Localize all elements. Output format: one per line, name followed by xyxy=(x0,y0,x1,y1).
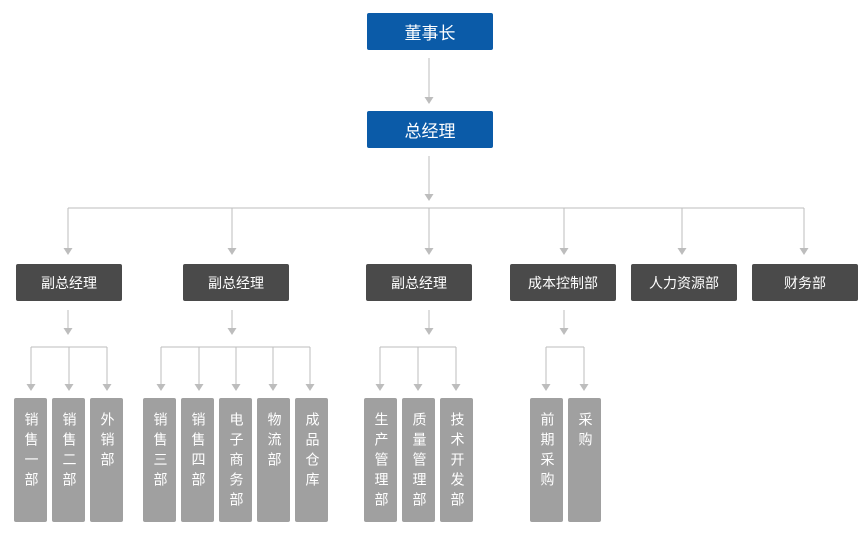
dept-export-sales: 外销部 xyxy=(90,398,123,522)
dept-finished-goods-warehouse: 成品仓库 xyxy=(295,398,328,522)
connector-arrowhead xyxy=(799,248,809,255)
dept-production-management: 生产管理部 xyxy=(364,398,397,522)
dept-procurement: 采购 xyxy=(568,398,601,522)
dept-logistics-label: 物流部 xyxy=(265,412,282,472)
hr-label: 人力资源部 xyxy=(649,275,719,292)
connector-arrowhead xyxy=(227,248,237,255)
connector-arrowhead xyxy=(227,328,237,335)
connector-arrowhead xyxy=(424,194,434,201)
dept-ecommerce: 电子商务部 xyxy=(219,398,252,522)
connector-arrowhead xyxy=(424,248,434,255)
vice-gm-1-box: 副总经理 xyxy=(16,264,122,301)
general-manager-box: 总经理 xyxy=(367,111,493,148)
general-manager-label: 总经理 xyxy=(404,122,456,142)
connector-arrowhead xyxy=(194,384,204,391)
finance-label: 财务部 xyxy=(784,275,826,292)
dept-export-sales-label: 外销部 xyxy=(98,412,115,472)
dept-finished-goods-warehouse-label: 成品仓库 xyxy=(303,412,320,492)
dept-tech-development: 技术开发部 xyxy=(440,398,473,522)
chairman-box: 董事长 xyxy=(367,13,493,50)
connector-arrowhead xyxy=(579,384,589,391)
dept-procurement-label: 采购 xyxy=(576,412,593,452)
dept-logistics: 物流部 xyxy=(257,398,290,522)
connector-arrowhead xyxy=(677,248,687,255)
dept-early-procurement: 前期采购 xyxy=(530,398,563,522)
dept-sales-1: 销售一部 xyxy=(14,398,47,522)
connector-arrowhead xyxy=(375,384,385,391)
vice-gm-2-box: 副总经理 xyxy=(183,264,289,301)
connector-arrowhead xyxy=(64,384,74,391)
connector-arrowhead xyxy=(156,384,166,391)
vice-gm-2-label: 副总经理 xyxy=(208,275,264,292)
dept-sales-2-label: 销售二部 xyxy=(60,412,77,492)
dept-quality-management-label: 质量管理部 xyxy=(410,412,427,512)
vice-gm-3-label: 副总经理 xyxy=(391,275,447,292)
connector-arrowhead xyxy=(559,248,569,255)
dept-sales-3: 销售三部 xyxy=(143,398,176,522)
vice-gm-3-box: 副总经理 xyxy=(366,264,472,301)
connector-arrowhead xyxy=(451,384,461,391)
connector-arrowhead xyxy=(305,384,315,391)
dept-ecommerce-label: 电子商务部 xyxy=(227,412,244,512)
connector-arrowhead xyxy=(26,384,36,391)
connector-arrowhead xyxy=(231,384,241,391)
cost-control-label: 成本控制部 xyxy=(528,275,598,292)
connector-arrowhead xyxy=(424,328,434,335)
dept-quality-management: 质量管理部 xyxy=(402,398,435,522)
connector-arrowhead xyxy=(102,384,112,391)
dept-tech-development-label: 技术开发部 xyxy=(448,412,465,512)
connector-arrowhead xyxy=(559,328,569,335)
vice-gm-1-label: 副总经理 xyxy=(41,275,97,292)
connector-arrowhead xyxy=(424,97,434,104)
connector-arrowhead xyxy=(268,384,278,391)
chairman-label: 董事长 xyxy=(404,24,456,44)
dept-sales-4: 销售四部 xyxy=(181,398,214,522)
dept-sales-3-label: 销售三部 xyxy=(151,412,168,492)
hr-box: 人力资源部 xyxy=(631,264,737,301)
dept-production-management-label: 生产管理部 xyxy=(372,412,389,512)
connector-arrowhead xyxy=(541,384,551,391)
connector-arrowhead xyxy=(63,328,73,335)
connector-arrowhead xyxy=(413,384,423,391)
dept-sales-2: 销售二部 xyxy=(52,398,85,522)
dept-early-procurement-label: 前期采购 xyxy=(538,412,555,492)
connector-arrowhead xyxy=(63,248,73,255)
cost-control-box: 成本控制部 xyxy=(510,264,616,301)
dept-sales-1-label: 销售一部 xyxy=(22,412,39,492)
finance-box: 财务部 xyxy=(752,264,858,301)
dept-sales-4-label: 销售四部 xyxy=(189,412,206,492)
